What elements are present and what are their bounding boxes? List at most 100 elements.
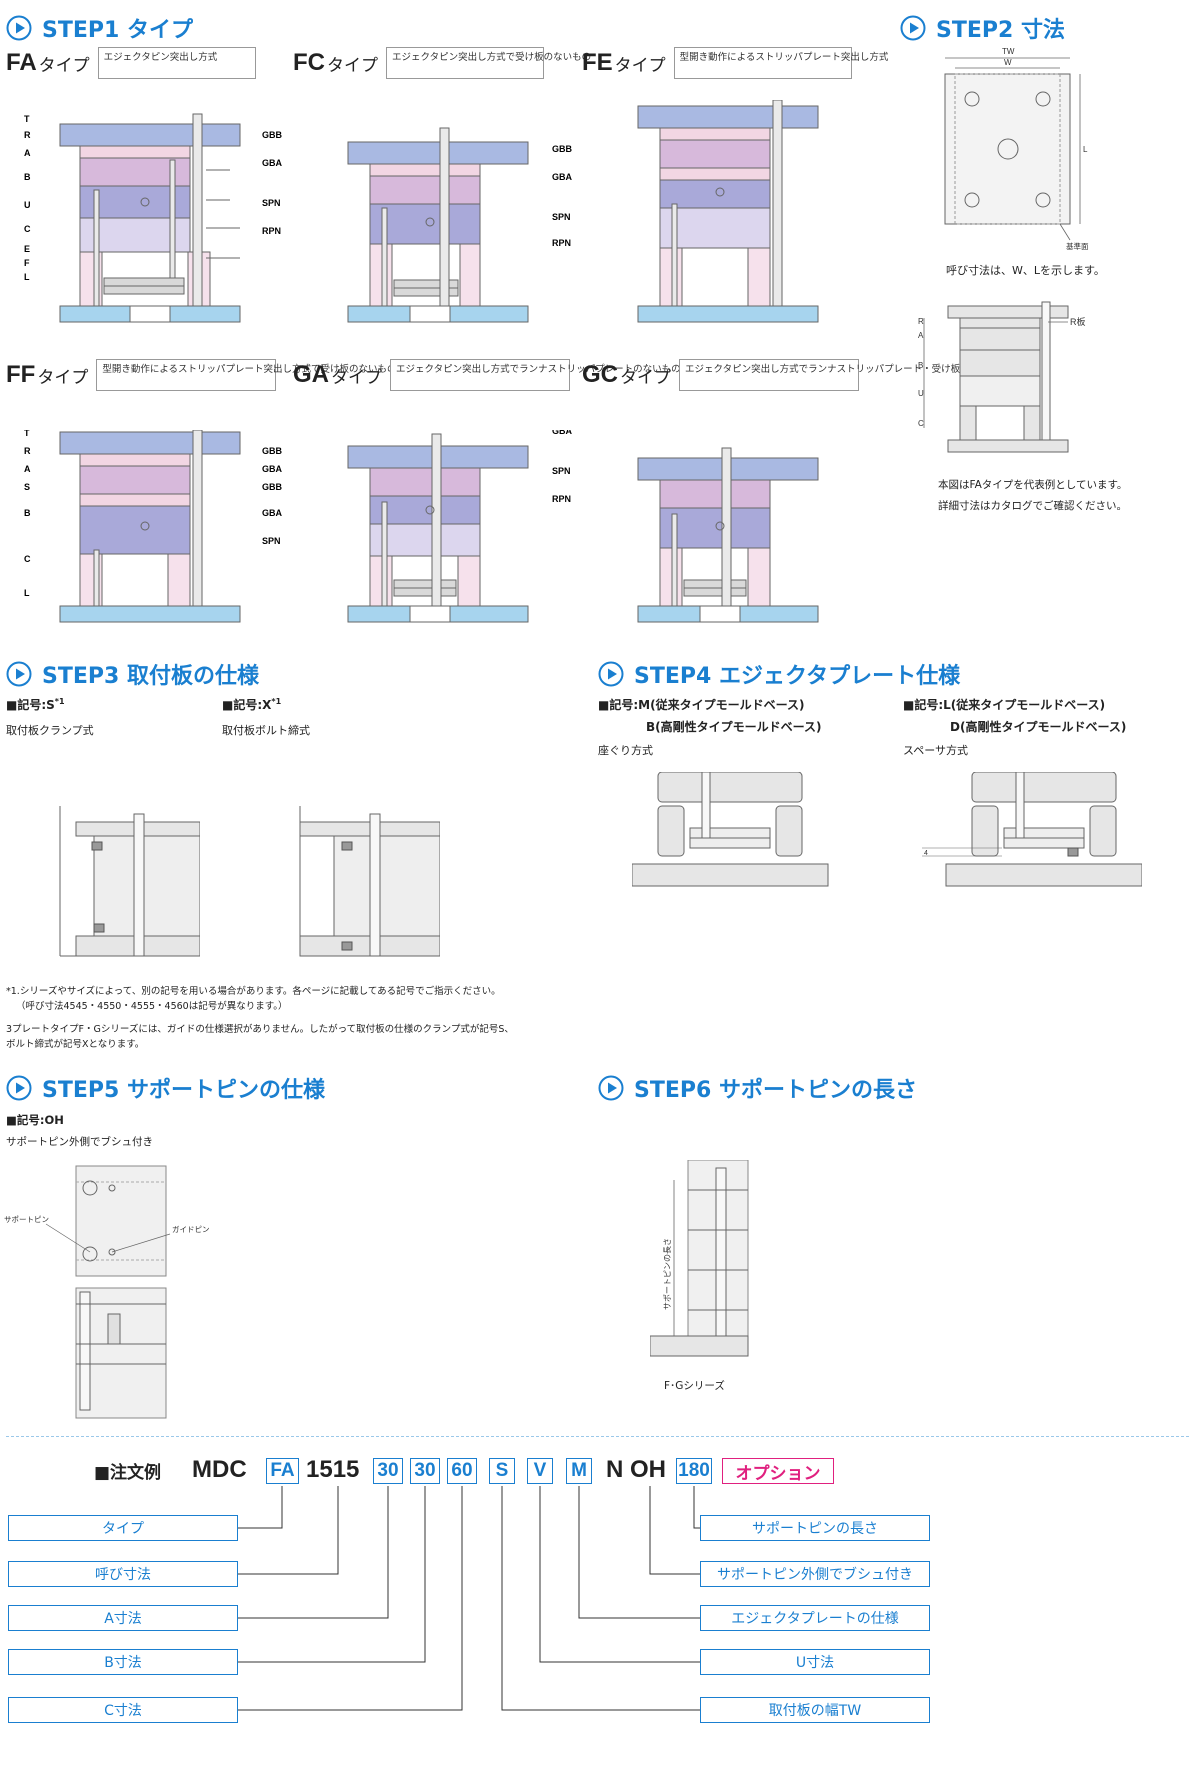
play-circle-icon bbox=[6, 15, 32, 41]
plate-u bbox=[369, 523, 481, 557]
plate-c-right bbox=[459, 243, 481, 307]
type-ff-desc: 型開き動作によるストリッパプレート突出し方式で受け板のないもの bbox=[96, 359, 397, 391]
legend-u: U寸法 bbox=[700, 1649, 930, 1675]
legend-support-length: サポートピンの長さ bbox=[700, 1515, 930, 1541]
step6-title: STEP6 サポートピンの長さ bbox=[598, 1072, 917, 1104]
center-opening bbox=[409, 605, 451, 623]
step1-title: STEP1 タイプ bbox=[6, 12, 193, 44]
center-mark bbox=[425, 505, 435, 515]
step4-m-desc: 座ぐり方式 bbox=[598, 744, 653, 757]
diagram-fc: T R A B C E F L GBB GBA SPN RPN bbox=[347, 127, 573, 323]
step6-caption: F･Gシリーズ bbox=[664, 1380, 725, 1392]
diagram-ga: T A B U C E F L GBA SPN RPN bbox=[347, 430, 573, 623]
plate-r bbox=[79, 453, 191, 467]
center-mark bbox=[715, 187, 725, 197]
svg-text:GBB: GBB bbox=[262, 446, 283, 456]
play-circle-icon bbox=[6, 1075, 32, 1101]
order-m-box: M bbox=[566, 1458, 592, 1484]
order-oh: OH bbox=[630, 1456, 666, 1483]
diagram-fa: T R A B U C E F L GBB GBA SPN RPN bbox=[24, 113, 283, 323]
step5-title: STEP5 サポートピンの仕様 bbox=[6, 1072, 325, 1104]
step6-diagram: サポートピンの長さ bbox=[650, 1160, 749, 1357]
step2-caption: 呼び寸法は、W、Lを示します。 bbox=[946, 264, 1105, 277]
plate-t bbox=[637, 105, 819, 129]
step4-b-label: B(高剛性タイプモールドベース) bbox=[646, 720, 822, 734]
center-opening bbox=[409, 305, 451, 323]
type-gc-desc: エジェクタピン突出し方式でランナストリッパプレート・受け板のないもの bbox=[679, 359, 1008, 391]
plate-outline bbox=[944, 73, 1071, 225]
plate-b bbox=[369, 495, 481, 525]
order-b-box: 30 bbox=[410, 1458, 440, 1484]
support-pin-length-label: サポートピンの長さ bbox=[663, 1238, 672, 1310]
step4-title: STEP4 エジェクタプレート仕様 bbox=[598, 658, 960, 690]
play-circle-icon bbox=[900, 15, 926, 41]
order-n: N bbox=[606, 1456, 624, 1483]
svg-text:SPN: SPN bbox=[552, 212, 571, 222]
support-pin-label: サポートピン bbox=[4, 1215, 49, 1224]
label-rpn: RPN bbox=[262, 226, 281, 236]
plate-b bbox=[369, 203, 481, 245]
svg-text:SPN: SPN bbox=[262, 536, 281, 546]
order-mdc: MDC bbox=[192, 1456, 247, 1483]
plate-c-left bbox=[659, 247, 683, 307]
label-gbb: GBB bbox=[262, 130, 283, 140]
step3-note2: 3プレートタイプF・Gシリーズには、ガイドの仕様選択がありません。したがって取付… bbox=[6, 1024, 514, 1050]
r-plate-label: R板 bbox=[1070, 316, 1086, 327]
type-ga-desc: エジェクタピン突出し方式でランナストリッパプレートのないもの bbox=[390, 359, 681, 391]
type-fe-desc: 型開き動作によるストリッパプレート突出し方式 bbox=[673, 47, 888, 79]
svg-text:B: B bbox=[24, 508, 31, 518]
plate-t bbox=[59, 431, 241, 455]
svg-text:C: C bbox=[918, 419, 924, 428]
legend-c: C寸法 bbox=[8, 1697, 238, 1723]
svg-text:C: C bbox=[24, 554, 31, 564]
plate-c-right bbox=[457, 555, 481, 607]
plate-c-left bbox=[369, 243, 393, 307]
svg-text:SPN: SPN bbox=[552, 466, 571, 476]
legend-tw: 取付板の幅TW bbox=[700, 1697, 930, 1723]
svg-text:U: U bbox=[918, 389, 924, 398]
svg-text:S: S bbox=[24, 482, 30, 492]
center-mark bbox=[715, 521, 725, 531]
order-type-box: FA bbox=[266, 1458, 299, 1484]
step3-title: STEP3 取付板の仕様 bbox=[6, 658, 259, 690]
play-circle-icon bbox=[598, 1075, 624, 1101]
dim-w: W bbox=[1004, 58, 1012, 67]
center-mark bbox=[140, 197, 150, 207]
svg-text:R: R bbox=[918, 317, 924, 326]
plate-l bbox=[59, 605, 241, 623]
order-c-box: 60 bbox=[447, 1458, 477, 1484]
ejector-pin bbox=[381, 207, 388, 307]
type-fa-desc: エジェクタピン突出し方式 bbox=[97, 47, 256, 79]
ejector-pin bbox=[671, 203, 678, 307]
label-a: A bbox=[24, 148, 31, 158]
legend-b: B寸法 bbox=[8, 1649, 238, 1675]
guide-pin bbox=[192, 430, 203, 607]
svg-text:GBA: GBA bbox=[262, 508, 283, 518]
diagram-ff: T R A S B C L GBB GBA GBB GBA SPN bbox=[24, 430, 283, 623]
plate-b bbox=[79, 505, 191, 555]
legend-size: 呼び寸法 bbox=[8, 1561, 238, 1587]
ejector-pin bbox=[93, 189, 100, 307]
svg-text:GBB: GBB bbox=[262, 482, 283, 492]
plate-s bbox=[659, 167, 771, 181]
center-mark bbox=[140, 521, 150, 531]
plate-a bbox=[659, 139, 771, 169]
plate-f bbox=[103, 285, 185, 295]
plate-b bbox=[659, 507, 771, 549]
label-t: T bbox=[24, 114, 30, 124]
step2-title: STEP2 寸法 bbox=[900, 12, 1065, 44]
guide-pin bbox=[772, 100, 783, 307]
order-a-box: 30 bbox=[373, 1458, 403, 1484]
step2-note1: 本図はFAタイプを代表例としています。 bbox=[938, 479, 1128, 491]
step4-d-label: D(高剛性タイプモールドベース) bbox=[950, 720, 1127, 734]
plate-c-right bbox=[167, 553, 191, 607]
legend-a: A寸法 bbox=[8, 1605, 238, 1631]
label-c: C bbox=[24, 224, 31, 234]
svg-text:GBB: GBB bbox=[552, 144, 573, 154]
play-circle-icon bbox=[598, 661, 624, 687]
plate-e bbox=[393, 579, 457, 589]
plate-a bbox=[369, 175, 481, 205]
step4-m-label: ■記号:M(従来タイプモールドベース) bbox=[598, 698, 805, 712]
